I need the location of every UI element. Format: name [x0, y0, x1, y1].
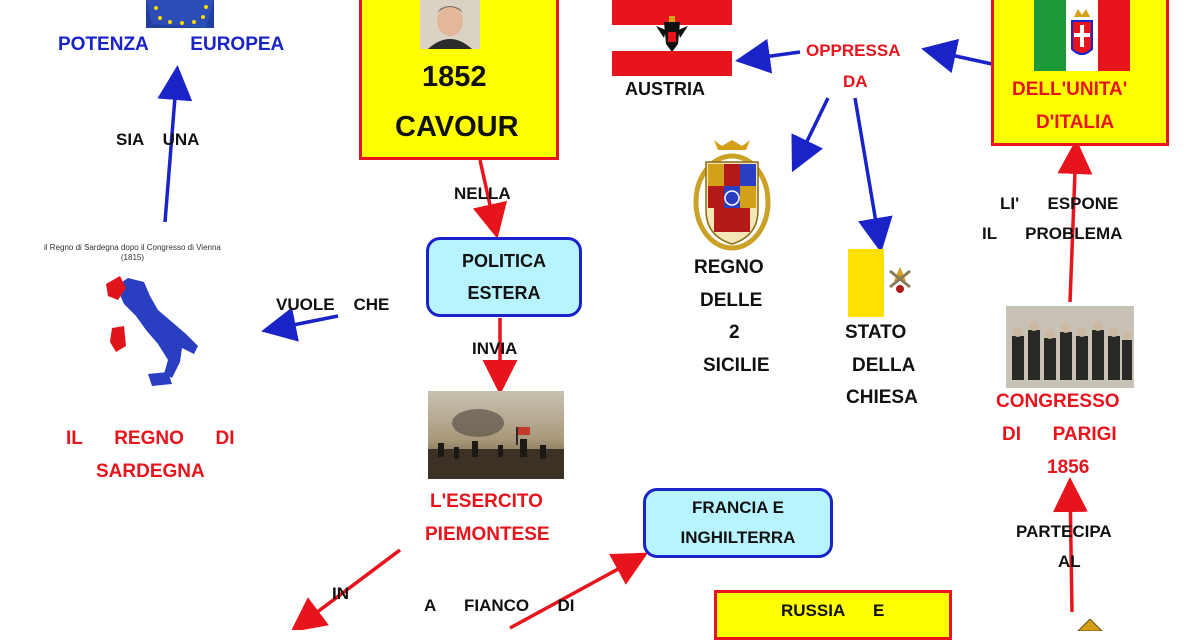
stato-chiesa-line2: DELLA	[852, 355, 916, 376]
arrow-esercito-to-in	[290, 548, 402, 630]
arrow-cavour-to-politica	[472, 159, 508, 239]
italy-map-image	[98, 266, 208, 392]
vuole-che-label: VUOLE CHE	[276, 295, 390, 314]
regno-sardegna-line1: IL REGNO DI	[66, 428, 235, 449]
eu-flag-image	[146, 0, 214, 28]
austria-label: AUSTRIA	[625, 79, 705, 99]
in-label: IN	[332, 584, 349, 603]
partecipa-line1: PARTECIPA	[1016, 522, 1112, 541]
arrow-to-due-sicilie	[791, 97, 830, 173]
unita-line1: DELL'UNITA'	[1012, 79, 1128, 100]
russia-box: RUSSIA E	[714, 590, 952, 640]
due-sicilie-line2: DELLE	[700, 290, 763, 311]
a-fianco-di-label: A FIANCO DI	[424, 596, 575, 615]
congresso-line3: 1856	[1047, 457, 1090, 478]
francia-line2: INGHILTERRA	[680, 528, 796, 547]
arrow-to-francia	[509, 552, 649, 630]
oppressa-line2: DA	[843, 72, 868, 91]
francia-line1: FRANCIA E	[692, 498, 784, 517]
cavour-name: CAVOUR	[395, 111, 519, 143]
russia-label: RUSSIA E	[781, 601, 885, 620]
potenza-europea-label: POTENZA EUROPEA	[58, 34, 285, 55]
regno-sardegna-line2: SARDEGNA	[96, 461, 205, 482]
arrow-congresso-to-unita	[1057, 139, 1093, 303]
congresso-line1: CONGRESSO	[996, 391, 1120, 412]
esercito-line2: PIEMONTESE	[425, 524, 550, 545]
battle-painting-image	[428, 391, 564, 479]
francia-inghilterra-box: FRANCIA E INGHILTERRA	[643, 488, 833, 558]
unita-italia-box: DELL'UNITA' D'ITALIA	[991, 0, 1169, 146]
stato-chiesa-line3: CHIESA	[846, 387, 918, 408]
arrow-bottom-to-congresso	[1052, 477, 1088, 613]
arrow-unita-to-oppressa	[921, 38, 993, 74]
due-sicilie-line1: REGNO	[694, 257, 764, 278]
papal-flag-image	[848, 249, 918, 317]
cavour-portrait-image	[420, 0, 480, 49]
arrow-to-stato-chiesa	[853, 97, 893, 253]
italy-flag-image	[1034, 0, 1130, 71]
sia-una-label: SIA UNA	[116, 130, 200, 149]
unita-line2: D'ITALIA	[1036, 112, 1115, 133]
esercito-line1: L'ESERCITO	[430, 491, 543, 512]
invia-label: INVIA	[472, 339, 518, 358]
due-sicilie-line4: SICILIE	[703, 355, 770, 376]
congresso-line2: DI PARIGI	[1002, 424, 1117, 445]
cavour-box: 1852 CAVOUR	[359, 0, 559, 160]
oppressa-line1: OPPRESSA	[806, 41, 901, 60]
congresso-photo-image	[1006, 306, 1134, 388]
due-sicilie-line3: 2	[729, 322, 740, 343]
partecipa-line2: AL	[1058, 552, 1081, 571]
politica-line2: ESTERA	[467, 283, 541, 303]
politica-estera-box: POLITICA ESTERA	[426, 237, 582, 317]
arrow-regno-to-europa	[157, 65, 193, 223]
stato-chiesa-line1: STATO	[845, 322, 907, 343]
bottom-emblem-image	[1076, 618, 1104, 632]
austria-flag-image	[612, 0, 732, 76]
regno-map-caption: il Regno di Sardegna dopo il Congresso d…	[44, 243, 221, 262]
nella-label: NELLA	[454, 184, 511, 203]
due-sicilie-coat-of-arms	[690, 140, 774, 252]
politica-line1: POLITICA	[462, 251, 546, 271]
li-espone-line2: IL PROBLEMA	[982, 224, 1123, 243]
arrow-vuole-to-map	[261, 307, 339, 342]
cavour-year: 1852	[422, 61, 487, 93]
arrow-oppressa-to-austria	[735, 38, 801, 74]
li-espone-line1: LI' ESPONE	[1000, 194, 1119, 213]
